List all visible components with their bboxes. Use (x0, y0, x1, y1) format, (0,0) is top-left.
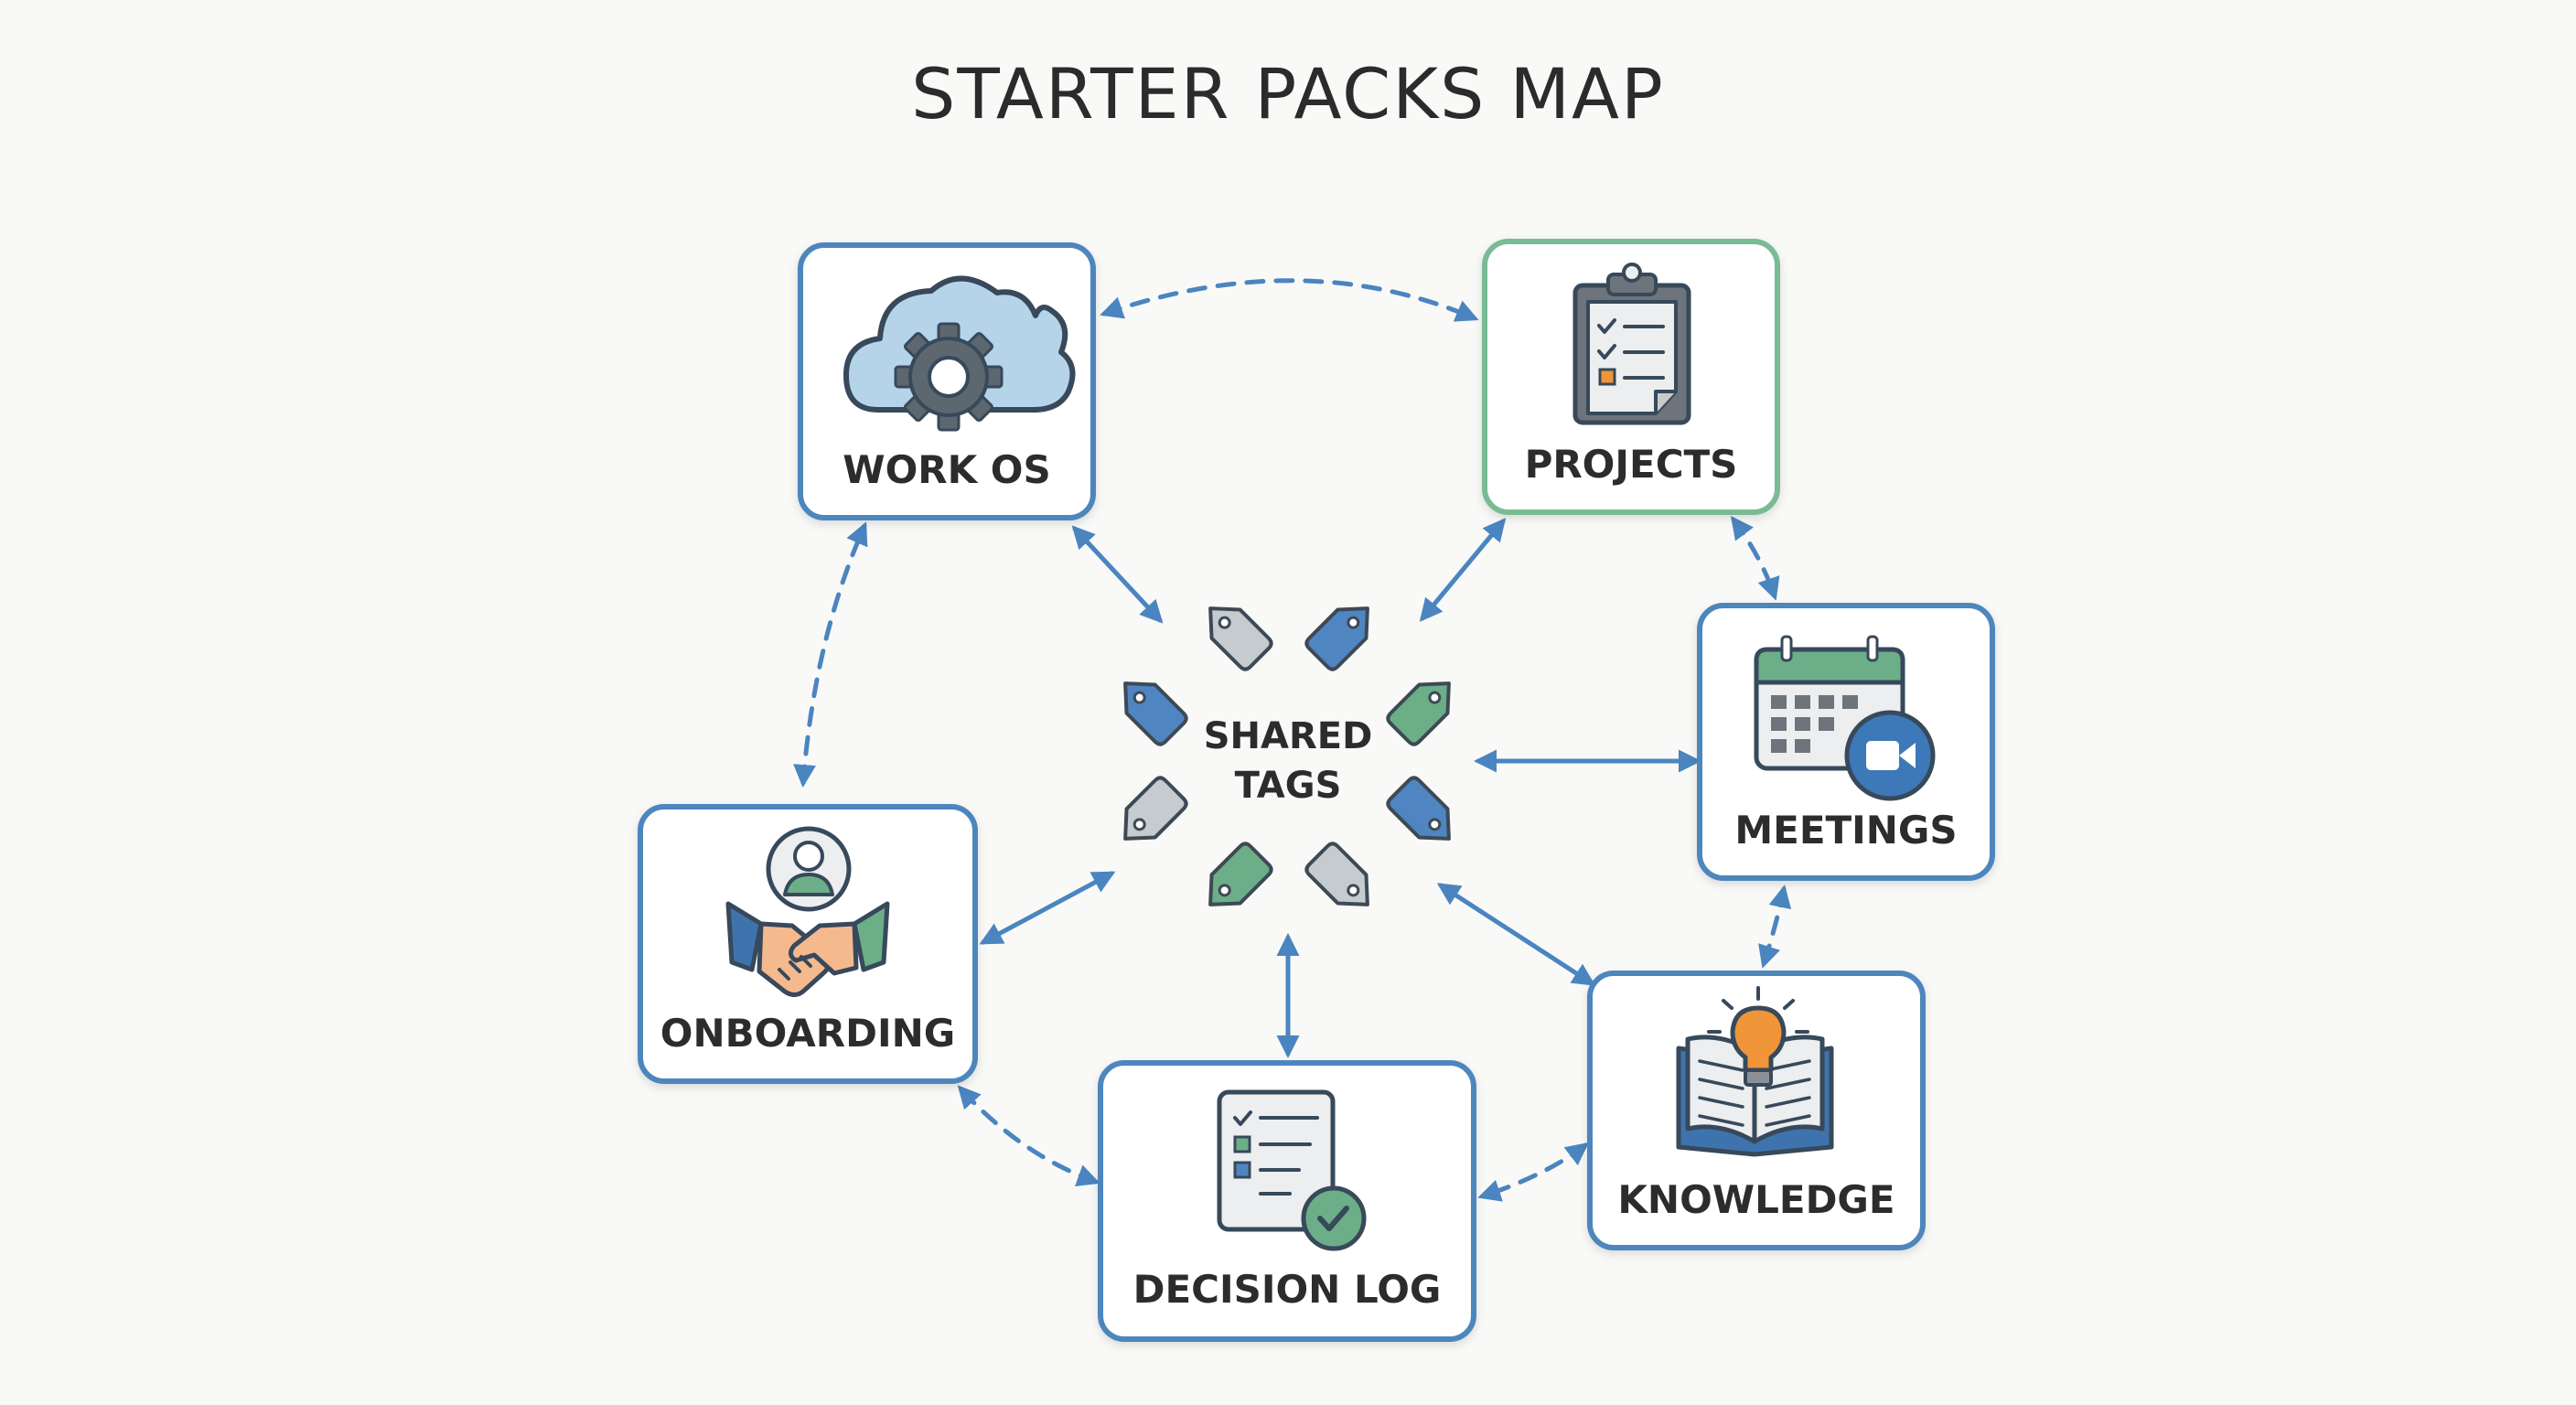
node-label: DECISION LOG (1133, 1267, 1442, 1312)
tag-icon (1197, 842, 1274, 919)
tag-icon (1304, 842, 1382, 919)
checklist-check-icon (1217, 1089, 1367, 1251)
node-work-os[interactable]: WORK OS (798, 242, 1096, 520)
tag-icon (1111, 670, 1189, 747)
tag-icon (1386, 776, 1464, 853)
node-decision-log[interactable]: DECISION LOG (1098, 1060, 1476, 1342)
connector-workos-projects (1100, 278, 1479, 322)
spoke-projects-center (1419, 518, 1507, 622)
handshake-user-icon (725, 826, 890, 997)
spoke-onboarding-center (979, 871, 1116, 945)
clipboard-checklist-icon (1572, 263, 1691, 425)
node-knowledge[interactable]: KNOWLEDGE (1587, 971, 1926, 1250)
connectors (793, 278, 1792, 1202)
connector-projects-meetings (1731, 515, 1780, 601)
spoke-workos-center (1071, 525, 1164, 624)
tag-icon (1111, 776, 1189, 853)
node-label: WORK OS (843, 447, 1051, 492)
connector-knowledge-decisionlog (1477, 1142, 1589, 1202)
page-title: STARTER PACKS MAP (911, 53, 1665, 134)
tag-icon (1304, 595, 1382, 672)
node-label: ONBOARDING (660, 1011, 955, 1056)
connector-decisionlog-onboarding (957, 1085, 1100, 1186)
cloud-gear-icon (843, 275, 1076, 432)
tag-icon (1386, 670, 1464, 747)
node-label: PROJECTS (1525, 442, 1738, 487)
center-label-line2: TAGS (1235, 765, 1342, 807)
connector-onboarding-workos (793, 521, 868, 788)
node-meetings[interactable]: MEETINGS (1697, 603, 1995, 881)
node-projects[interactable]: PROJECTS (1482, 239, 1780, 515)
spoke-knowledge-center (1436, 883, 1596, 986)
node-label: KNOWLEDGE (1617, 1177, 1894, 1222)
node-onboarding[interactable]: ONBOARDING (638, 804, 978, 1084)
shared-tags-hub: SHARED TAGS (1111, 595, 1464, 919)
tag-icon (1197, 595, 1274, 672)
connector-meetings-knowledge (1758, 885, 1792, 969)
calendar-video-icon (1754, 635, 1936, 801)
center-label-line1: SHARED (1204, 715, 1373, 757)
book-lightbulb-icon (1676, 986, 1834, 1157)
node-label: MEETINGS (1734, 808, 1957, 853)
